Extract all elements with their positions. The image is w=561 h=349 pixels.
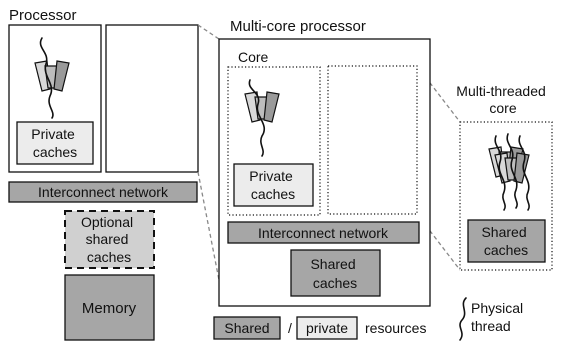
multicore-cpu-icon xyxy=(244,79,280,157)
zoom-guide-multicore xyxy=(416,65,461,271)
multithreaded-title: Multi-threaded core xyxy=(456,83,549,116)
processor-title: Processor xyxy=(9,7,77,24)
multicore-shared-caches-box xyxy=(290,249,381,297)
multicore-shared-caches-label: Shared caches xyxy=(310,256,359,291)
multicore-title: Multi-core processor xyxy=(230,18,366,35)
legend-shared-label: Shared xyxy=(224,320,269,336)
legend-private-label: private xyxy=(306,320,348,336)
memory-box xyxy=(64,274,155,341)
legend-separator: / xyxy=(288,320,292,336)
physical-thread-icon xyxy=(459,297,467,341)
multicore-core-title: Core xyxy=(238,49,269,65)
multicore-second-core-box xyxy=(327,65,418,215)
processor-interconnect-box xyxy=(8,181,198,203)
legend-shared-swatch xyxy=(213,316,281,340)
multithreaded-shared-caches-box xyxy=(467,219,546,263)
processor-private-caches-label: Private caches xyxy=(31,126,78,160)
multicore-interconnect-label: Interconnect network xyxy=(258,225,389,241)
multicore-private-caches-label: Private caches xyxy=(249,168,296,202)
optional-shared-caches-box xyxy=(64,210,155,269)
processor-interconnect-label: Interconnect network xyxy=(38,184,169,200)
optional-shared-caches-label: Optional shared caches xyxy=(81,214,137,265)
legend-resources-label: resources xyxy=(365,320,426,336)
legend-private-swatch xyxy=(296,316,358,340)
processor-private-caches-box xyxy=(16,121,94,165)
multicore-interconnect-box xyxy=(227,221,420,244)
multithreaded-shared-caches-label: Shared caches xyxy=(481,224,530,258)
memory-label: Memory xyxy=(82,300,137,317)
multicore-private-caches-box xyxy=(233,163,314,207)
processor-cpu-icon xyxy=(34,37,70,119)
processor-second-core-box xyxy=(105,24,199,173)
legend-physical-thread-label: Physical thread xyxy=(471,300,527,334)
zoom-guide-processor xyxy=(197,24,220,281)
multithreaded-cpu-icon xyxy=(488,133,530,211)
